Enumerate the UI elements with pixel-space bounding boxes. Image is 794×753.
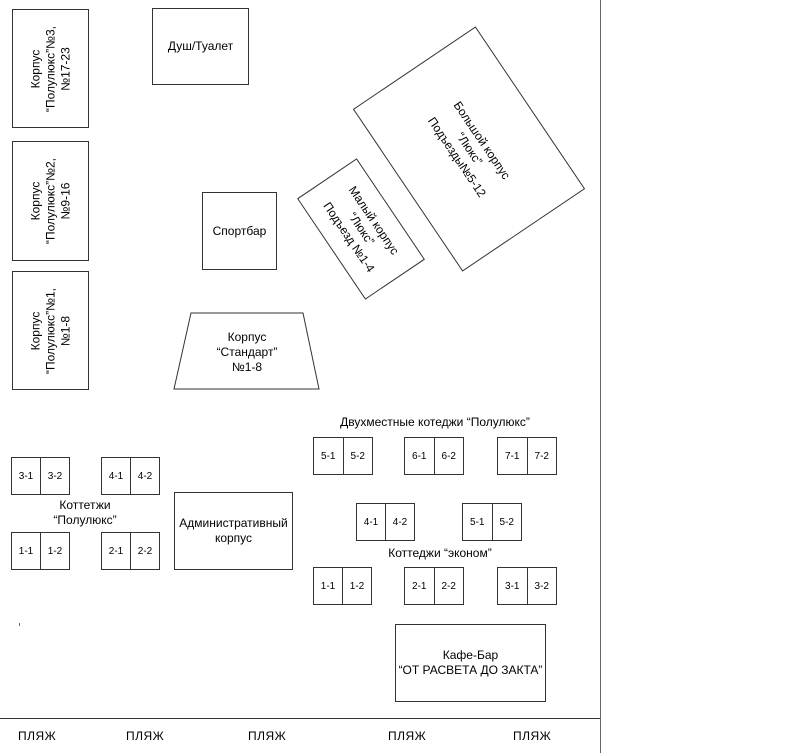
- beach-label: ПЛЯЖ: [18, 729, 57, 743]
- korpus-polulux-3-label: Корпус “Полулюкс”№3, №17-23: [28, 25, 72, 112]
- cottage-4[interactable]: 4-1 4-2: [101, 457, 160, 495]
- beach-label: ПЛЯЖ: [513, 729, 552, 743]
- cottage-unit: 6-1: [412, 450, 427, 462]
- map-right-border: [600, 0, 601, 753]
- beach-label: ПЛЯЖ: [126, 729, 165, 743]
- cottage-unit: 3-1: [18, 470, 34, 482]
- cottage-unit: 2-1: [412, 580, 427, 592]
- small-korpus-lux-label: Малый корпус “Люкс” Подъезд №1-4: [320, 183, 402, 275]
- cottage-unit: 1-1: [320, 580, 336, 592]
- double-cottage-5b[interactable]: 5-1 5-2: [462, 503, 522, 541]
- shower-toilet[interactable]: Душ/Туалет: [152, 8, 249, 85]
- beach-label: ПЛЯЖ: [388, 729, 427, 743]
- cottages-polulux-label: Коттетжи “Полулюкс”: [53, 498, 117, 527]
- cafe-bar[interactable]: Кафе-Бар “ОТ РАСВЕТА ДО ЗАКТА”: [395, 624, 546, 702]
- cottage-unit: 2-2: [130, 533, 159, 569]
- big-korpus-lux-label: Большой корпус “Люкс” Подъезды№5-12: [425, 98, 514, 200]
- cottage-unit: 7-2: [526, 438, 557, 474]
- double-cottage-6[interactable]: 6-1 6-2: [404, 437, 464, 475]
- cottage-unit: 4-2: [385, 504, 414, 540]
- cottage-unit: 5-1: [321, 450, 336, 462]
- econom-cottage-1[interactable]: 1-1 1-2: [313, 567, 372, 605]
- cottage-1[interactable]: 1-1 1-2: [11, 532, 70, 570]
- cottage-unit: 6-2: [433, 438, 464, 474]
- korpus-polulux-3[interactable]: Корпус “Полулюкс”№3, №17-23: [12, 9, 89, 128]
- cottage-unit: 5-2: [342, 438, 373, 474]
- econom-cottage-3[interactable]: 3-1 3-2: [497, 567, 557, 605]
- cafe-bar-label: Кафе-Бар “ОТ РАСВЕТА ДО ЗАКТА”: [398, 648, 543, 677]
- korpus-polulux-1[interactable]: Корпус “Полулюкс”№1, №1-8: [12, 271, 89, 390]
- map-tick: [19, 623, 20, 626]
- cottage-3[interactable]: 3-1 3-2: [11, 457, 70, 495]
- korpus-polulux-2-label: Корпус “Полулюкс”№2, №9-16: [28, 157, 72, 245]
- korpus-polulux-1-label: Корпус “Полулюкс”№1, №1-8: [28, 287, 72, 374]
- cottage-unit: 7-1: [505, 450, 520, 462]
- cottage-2[interactable]: 2-1 2-2: [101, 532, 160, 570]
- econom-cottages-label: Коттеджи “эконом”: [388, 546, 492, 560]
- shower-toilet-label: Душ/Туалет: [167, 39, 234, 53]
- cottage-unit: 3-2: [40, 458, 69, 494]
- cottage-unit: 3-1: [505, 580, 520, 592]
- cottage-unit: 4-1: [108, 470, 124, 482]
- beach-line: [0, 718, 600, 719]
- cottage-unit: 4-2: [130, 458, 159, 494]
- korpus-polulux-2[interactable]: Корпус “Полулюкс”№2, №9-16: [12, 141, 89, 261]
- cottage-unit: 1-1: [18, 545, 34, 557]
- standard-korpus-label: Корпус “Стандарт” №1-8: [216, 330, 278, 374]
- cottage-unit: 1-2: [342, 568, 371, 604]
- double-cottage-5[interactable]: 5-1 5-2: [313, 437, 373, 475]
- standard-korpus-shape[interactable]: [172, 312, 322, 392]
- admin-building-label: Административный корпус: [179, 516, 288, 545]
- cottage-unit: 5-1: [470, 516, 485, 528]
- econom-cottage-2[interactable]: 2-1 2-2: [404, 567, 464, 605]
- sportbar-label: Спортбар: [212, 223, 267, 238]
- cottage-unit: 2-2: [433, 568, 464, 604]
- cottage-unit: 3-2: [526, 568, 557, 604]
- cottage-unit: 2-1: [108, 545, 124, 557]
- double-cottage-7[interactable]: 7-1 7-2: [497, 437, 557, 475]
- cottage-unit: 4-1: [363, 516, 379, 528]
- cottage-unit: 1-2: [40, 533, 69, 569]
- cottage-unit: 5-2: [491, 504, 522, 540]
- double-cottage-4[interactable]: 4-1 4-2: [356, 503, 415, 541]
- sportbar[interactable]: Спортбар: [202, 192, 277, 270]
- admin-building[interactable]: Административный корпус: [174, 492, 293, 570]
- beach-label: ПЛЯЖ: [248, 729, 287, 743]
- double-cottages-label: Двухместные котеджи “Полулюкс”: [340, 415, 530, 429]
